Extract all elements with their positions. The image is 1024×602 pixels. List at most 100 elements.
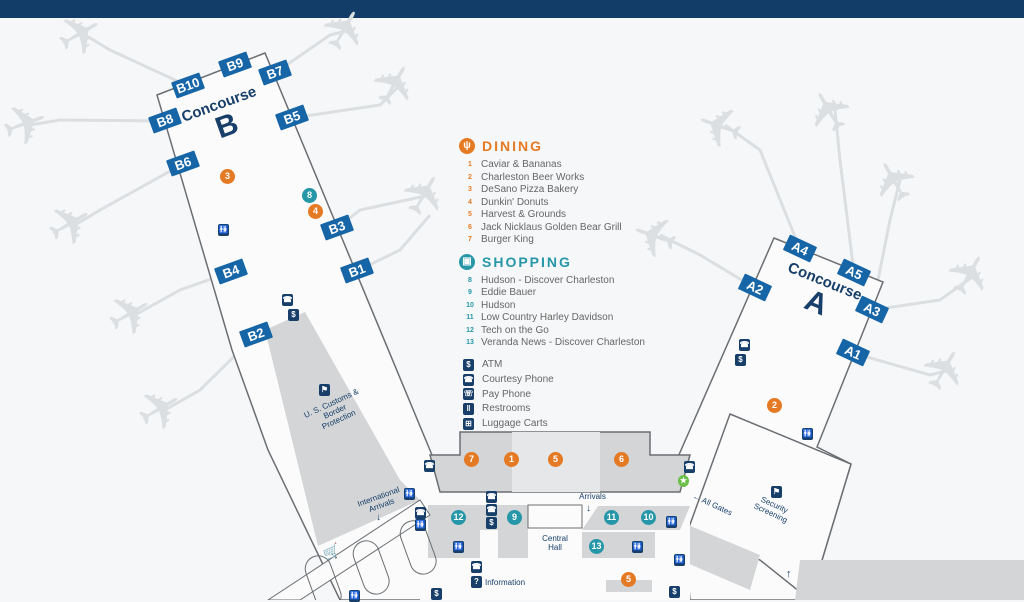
amenity-legend-item: ☎ Courtesy Phone	[459, 372, 679, 387]
dining-legend-item: 2 Charleston Beer Works	[459, 172, 679, 185]
atm-icon: $	[463, 358, 474, 371]
shopping-title: SHOPPING	[482, 253, 572, 270]
dining-legend-item: 6 Jack Nicklaus Golden Bear Grill	[459, 222, 679, 235]
pay-phone-icon: ☏	[463, 388, 474, 401]
legend-name: Hudson - Discover Charleston	[481, 274, 615, 286]
legend-name: Low Country Harley Davidson	[481, 312, 614, 323]
amenity-legend-item: ☏ Pay Phone	[459, 387, 679, 402]
legend-number: 1	[468, 161, 472, 168]
restroom-icon: 🚻	[404, 488, 415, 500]
arrow-up-icon: ↑	[786, 568, 792, 580]
fork-knife-icon: ψ	[459, 138, 475, 154]
legend-name: Burger King	[481, 234, 534, 245]
dining-marker[interactable]: 2	[767, 398, 782, 413]
shopping-bag-icon: ▣	[459, 253, 475, 270]
dining-heading: ψ DINING	[459, 137, 679, 155]
amenity-label: ATM	[482, 359, 503, 371]
shopping-list: 8 Hudson - Discover Charleston 9 Eddie Baue…	[459, 275, 679, 350]
legend-number: 12	[466, 326, 474, 334]
customs-icon: ⚑	[319, 384, 330, 396]
legend-number: 8	[468, 276, 472, 284]
dining-marker[interactable]: 3	[220, 169, 235, 184]
luggage-cart-icon: ⊞	[463, 417, 474, 430]
dining-marker[interactable]: 7	[464, 452, 479, 467]
shopping-marker[interactable]: 10	[641, 510, 656, 525]
courtesy-phone-icon: ☎	[684, 461, 695, 473]
atm-icon: $	[669, 586, 680, 598]
restroom-icon: 🚻	[666, 516, 677, 528]
pay-phone-icon: ☎	[415, 507, 426, 519]
atm-icon: $	[486, 517, 497, 529]
amenity-legend-item: ‖ Restrooms	[459, 402, 679, 417]
dining-marker[interactable]: 5	[548, 452, 563, 467]
shopping-legend-item: 9 Eddie Bauer	[459, 287, 679, 300]
shopping-legend-item: 8 Hudson - Discover Charleston	[459, 275, 679, 288]
courtesy-phone-icon: ☎	[739, 339, 750, 351]
central-hall-label: Central Hall	[542, 534, 568, 552]
shopping-marker[interactable]: 11	[604, 510, 619, 525]
information-icon[interactable]: ?	[471, 576, 482, 588]
amenity-label: Luggage Carts	[482, 418, 548, 430]
legend-name: Caviar & Bananas	[481, 159, 562, 170]
dining-marker[interactable]: 5	[621, 572, 636, 587]
atm-icon: $	[288, 309, 299, 321]
legend-number: 13	[466, 339, 474, 346]
dining-marker[interactable]: 6	[614, 452, 629, 467]
legend-number: 4	[468, 198, 472, 206]
restroom-icon: 🚻	[674, 554, 685, 566]
security-icon: ⚑	[771, 486, 782, 498]
shopping-marker[interactable]: 9	[507, 510, 522, 525]
restroom-icon: ‖	[463, 402, 474, 415]
amenity-legend-item: ⊞ Luggage Carts	[459, 416, 679, 431]
courtesy-phone-icon: ☎	[486, 491, 497, 503]
courtesy-phone-icon: ☎	[424, 460, 435, 472]
amenity-label: Restrooms	[482, 403, 531, 415]
legend-number: 9	[468, 289, 472, 296]
legend-name: Charleston Beer Works	[481, 171, 585, 183]
legend-number: 5	[468, 211, 472, 218]
courtesy-phone-icon: ☎	[463, 373, 474, 386]
dining-marker[interactable]: 4	[308, 204, 323, 219]
legend-number: 2	[468, 173, 472, 181]
arrow-down-icon: ↓	[586, 503, 591, 514]
dining-title: DINING	[482, 138, 543, 154]
shopping-legend-item: 10 Hudson	[459, 300, 679, 313]
legend-name: Jack Nicklaus Golden Bear Grill	[481, 221, 622, 233]
restroom-icon: 🚻	[802, 428, 813, 440]
shopping-legend-item: 11 Low Country Harley Davidson	[459, 312, 679, 325]
amenity-legend-item: $ ATM	[459, 358, 679, 373]
arrow-down-icon: ↓	[376, 512, 381, 523]
pay-phone-icon: ☎	[486, 504, 497, 516]
dining-legend-item: 3 DeSano Pizza Bakery	[459, 184, 679, 197]
legend-name: Hudson	[481, 299, 516, 311]
dining-legend-item: 7 Burger King	[459, 234, 679, 247]
arrivals-label: Arrivals	[579, 492, 606, 501]
courtesy-phone-icon: ☎	[282, 294, 293, 306]
shopping-marker[interactable]: 12	[451, 510, 466, 525]
legend-number: 11	[466, 314, 474, 321]
restroom-icon: 🚻	[349, 590, 360, 602]
legend-name: Eddie Bauer	[481, 287, 537, 298]
legend-number: 7	[468, 236, 472, 243]
shopping-marker[interactable]: 13	[589, 539, 604, 554]
legend-name: DeSano Pizza Bakery	[481, 184, 579, 195]
restroom-icon: 🚻	[218, 224, 229, 236]
legend-name: Harvest & Grounds	[481, 209, 567, 220]
amenity-label: Courtesy Phone	[482, 374, 554, 386]
atm-icon: $	[735, 354, 746, 366]
legend-number: 10	[466, 301, 474, 309]
dining-legend-item: 5 Harvest & Grounds	[459, 209, 679, 222]
dining-legend-item: 1 Caviar & Bananas	[459, 159, 679, 172]
restroom-icon: 🚻	[415, 519, 426, 531]
amenity-label: Pay Phone	[482, 388, 531, 400]
atm-icon: $	[431, 588, 442, 600]
shopping-marker[interactable]: 8	[302, 188, 317, 203]
restroom-icon: 🚻	[632, 541, 643, 553]
star-icon: ★	[678, 475, 689, 487]
legend-number: 6	[468, 223, 472, 231]
dining-marker[interactable]: 1	[504, 452, 519, 467]
legend-number: 3	[468, 186, 472, 193]
